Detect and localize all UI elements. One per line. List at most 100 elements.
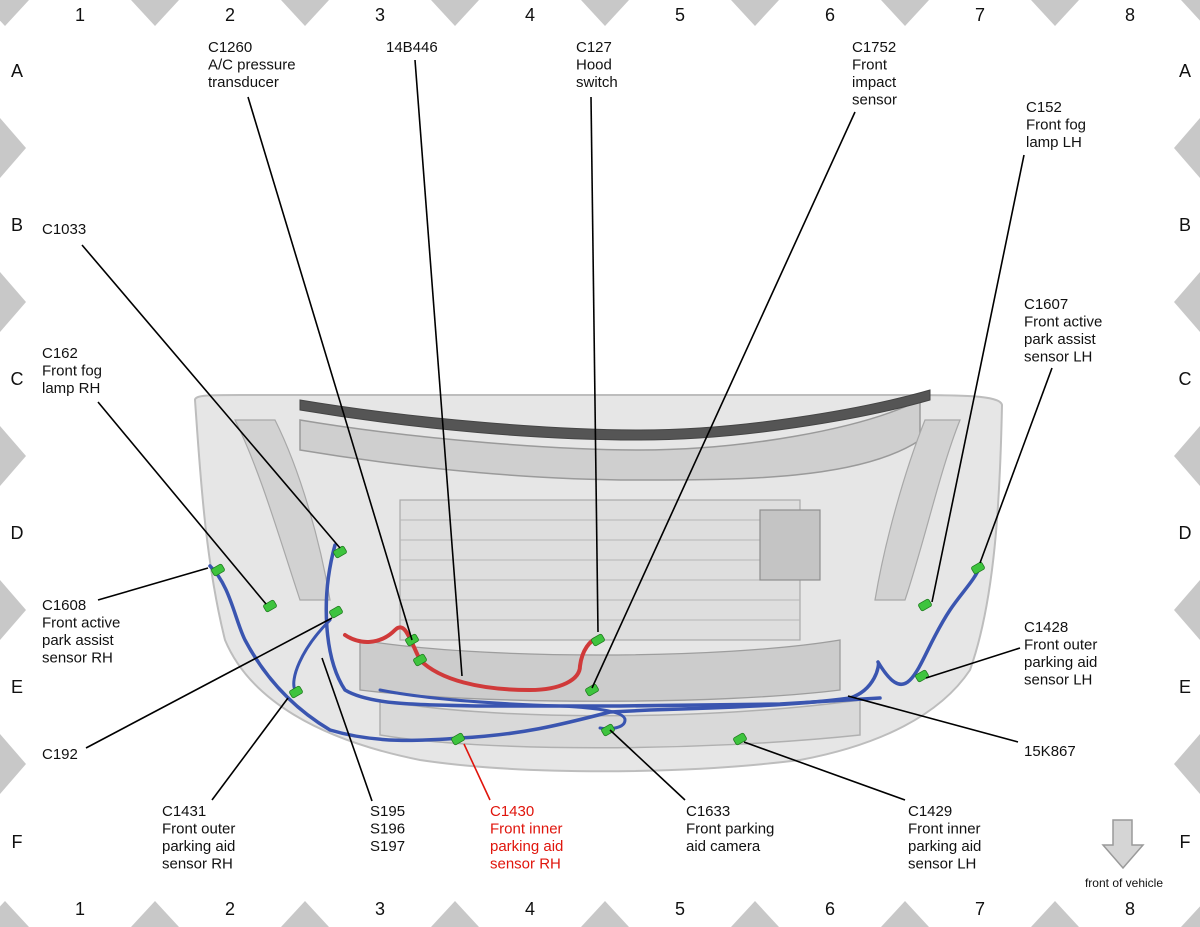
callout-line: aid camera [686, 838, 761, 855]
front-of-vehicle-label: front of vehicle [1085, 876, 1163, 890]
column-label-bottom: 2 [225, 899, 235, 919]
right-frame-marker [1174, 580, 1200, 640]
harness-main-rail [324, 543, 882, 708]
right-frame-marker [1174, 118, 1200, 178]
callout-line: Front active [42, 615, 120, 632]
left-frame-marker [0, 580, 26, 640]
callout-line: C1033 [42, 221, 86, 238]
callout-line: Hood [576, 57, 612, 74]
callout-line: C1428 [1024, 619, 1068, 636]
callout-line: C1431 [162, 803, 206, 820]
callout-line: Front [852, 57, 888, 74]
bottom-frame-marker [281, 901, 329, 927]
callout-c192: C192 [42, 746, 78, 763]
column-label-top: 4 [525, 5, 535, 25]
callout-line: S195 [370, 803, 405, 820]
bottom-frame-marker [731, 901, 779, 927]
column-label-bottom: 1 [75, 899, 85, 919]
column-label-top: 1 [75, 5, 85, 25]
top-frame-marker [131, 0, 179, 26]
callout-line: Front outer [1024, 637, 1097, 654]
column-label-bottom: 8 [1125, 899, 1135, 919]
callout-line: Front active [1024, 314, 1102, 331]
callout-line: C1260 [208, 39, 252, 56]
radiator-fins [400, 519, 800, 621]
callout-line: parking aid [1024, 654, 1097, 671]
row-label-left: D [11, 523, 24, 543]
connector-marker [918, 598, 932, 612]
top-frame-marker [431, 0, 479, 26]
module-bracket [759, 509, 821, 581]
callout-line: park assist [1024, 331, 1097, 348]
row-label-left: E [11, 677, 23, 697]
connector-marker [971, 561, 985, 575]
column-label-top: 6 [825, 5, 835, 25]
connector-marker [413, 653, 427, 667]
connector-marker [915, 669, 929, 683]
callout-line: switch [576, 74, 618, 91]
connector-marker [289, 685, 303, 699]
harness-15K867 [208, 564, 982, 743]
harness-14B446 [343, 625, 600, 692]
leader-line-c1431 [211, 697, 289, 801]
leader-line-c1633 [609, 729, 686, 801]
callout-line: sensor RH [490, 856, 561, 873]
leader-line-c192 [85, 617, 333, 749]
row-label-left: A [11, 61, 23, 81]
callout-line: sensor LH [1024, 349, 1092, 366]
bottom-frame-marker [431, 901, 479, 927]
vehicle-front-illustration [193, 389, 1004, 773]
leader-line-c1608 [97, 567, 209, 601]
leader-line-c1429 [743, 741, 906, 801]
callout-line: C1608 [42, 597, 86, 614]
callout-line: S197 [370, 838, 405, 855]
row-label-right: A [1179, 61, 1191, 81]
callout-line: Front fog [1026, 117, 1086, 134]
top-frame-marker [581, 0, 629, 26]
callout-line: transducer [208, 74, 279, 91]
callout-line: A/C pressure [208, 57, 296, 74]
top-frame-marker [281, 0, 329, 26]
callout-line: sensor LH [1024, 672, 1092, 689]
callout-line: lamp LH [1026, 134, 1082, 151]
bottom-frame-marker [131, 901, 179, 927]
row-label-right: F [1180, 832, 1191, 852]
callout-line: 14B446 [386, 39, 438, 56]
connector-marker [591, 633, 605, 647]
column-label-bottom: 7 [975, 899, 985, 919]
connector-marker [329, 605, 343, 619]
callout-line: C127 [576, 39, 612, 56]
callout-line: C152 [1026, 99, 1062, 116]
callout-line: C1607 [1024, 296, 1068, 313]
callout-k15867: 15K867 [1024, 743, 1076, 760]
column-label-top: 2 [225, 5, 235, 25]
left-frame-marker [0, 118, 26, 178]
leader-line-b14446 [414, 59, 463, 677]
top-frame-marker [1181, 0, 1200, 21]
column-label-top: 8 [1125, 5, 1135, 25]
leader-line-c152 [931, 154, 1025, 603]
leader-line-c1033 [81, 244, 341, 549]
column-label-top: 7 [975, 5, 985, 25]
wiring-harness [208, 543, 982, 743]
leader-line-c1752 [591, 111, 856, 689]
leader-line-c1430 [463, 743, 491, 801]
column-label-bottom: 5 [675, 899, 685, 919]
bottom-frame-marker [0, 901, 29, 927]
callout-line: sensor [852, 92, 897, 109]
connector-marker [733, 732, 747, 746]
row-label-left: C [11, 369, 24, 389]
right-frame-marker [1174, 272, 1200, 332]
callout-line: sensor RH [162, 856, 233, 873]
left-frame-marker [0, 426, 26, 486]
connector-marker [601, 723, 615, 737]
leader-line-c127 [590, 96, 599, 633]
